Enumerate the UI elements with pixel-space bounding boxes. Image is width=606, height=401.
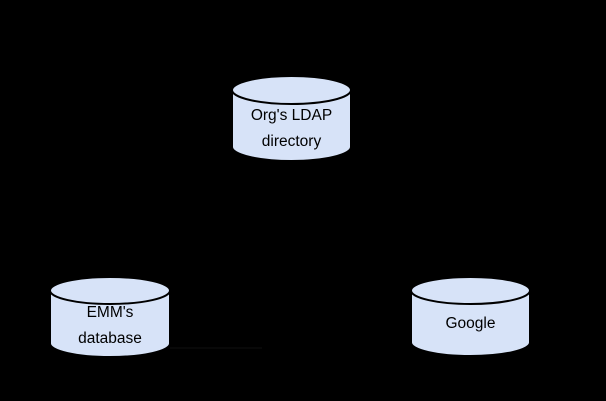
- google-cylinder-top: [410, 276, 531, 305]
- google-cylinder-body: [410, 290, 531, 357]
- emm-database-cylinder-top: [49, 276, 171, 305]
- emm-database-cylinder-body: [49, 290, 171, 358]
- ldap-directory-cylinder-body: [231, 90, 352, 162]
- ldap-directory-cylinder-top: [231, 75, 352, 105]
